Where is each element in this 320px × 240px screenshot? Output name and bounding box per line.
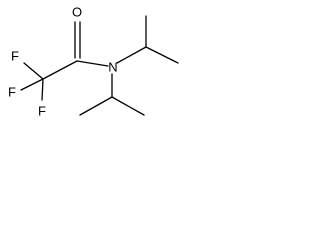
atom-labels: O N F F F (8, 5, 118, 119)
carbon-fluorine-lower-bond (41, 78, 44, 101)
bonds (20, 15, 179, 116)
fluorine-left-atom-label: F (8, 85, 16, 100)
oxygen-atom-label: O (72, 5, 82, 20)
fluorine-lower-atom-label: F (38, 104, 46, 119)
nitrogen-upper-isopropyl-bond (116, 46, 147, 64)
upper-isopropyl-methyl-right-bond (145, 46, 179, 64)
lower-isopropyl-methyl-right-bond (111, 96, 145, 116)
carbon-fluorine-left-bond (20, 78, 44, 91)
nitrogen-atom-label: N (108, 60, 117, 75)
chemical-structure-diagram: O N F F F (8, 5, 179, 119)
carbonyl-nitrogen-bond (76, 60, 109, 67)
carbonyl-cf3-bond (42, 60, 78, 80)
lower-isopropyl-methyl-left-bond (79, 96, 113, 116)
carbon-fluorine-upper-bond (23, 62, 44, 80)
fluorine-upper-atom-label: F (11, 49, 19, 64)
